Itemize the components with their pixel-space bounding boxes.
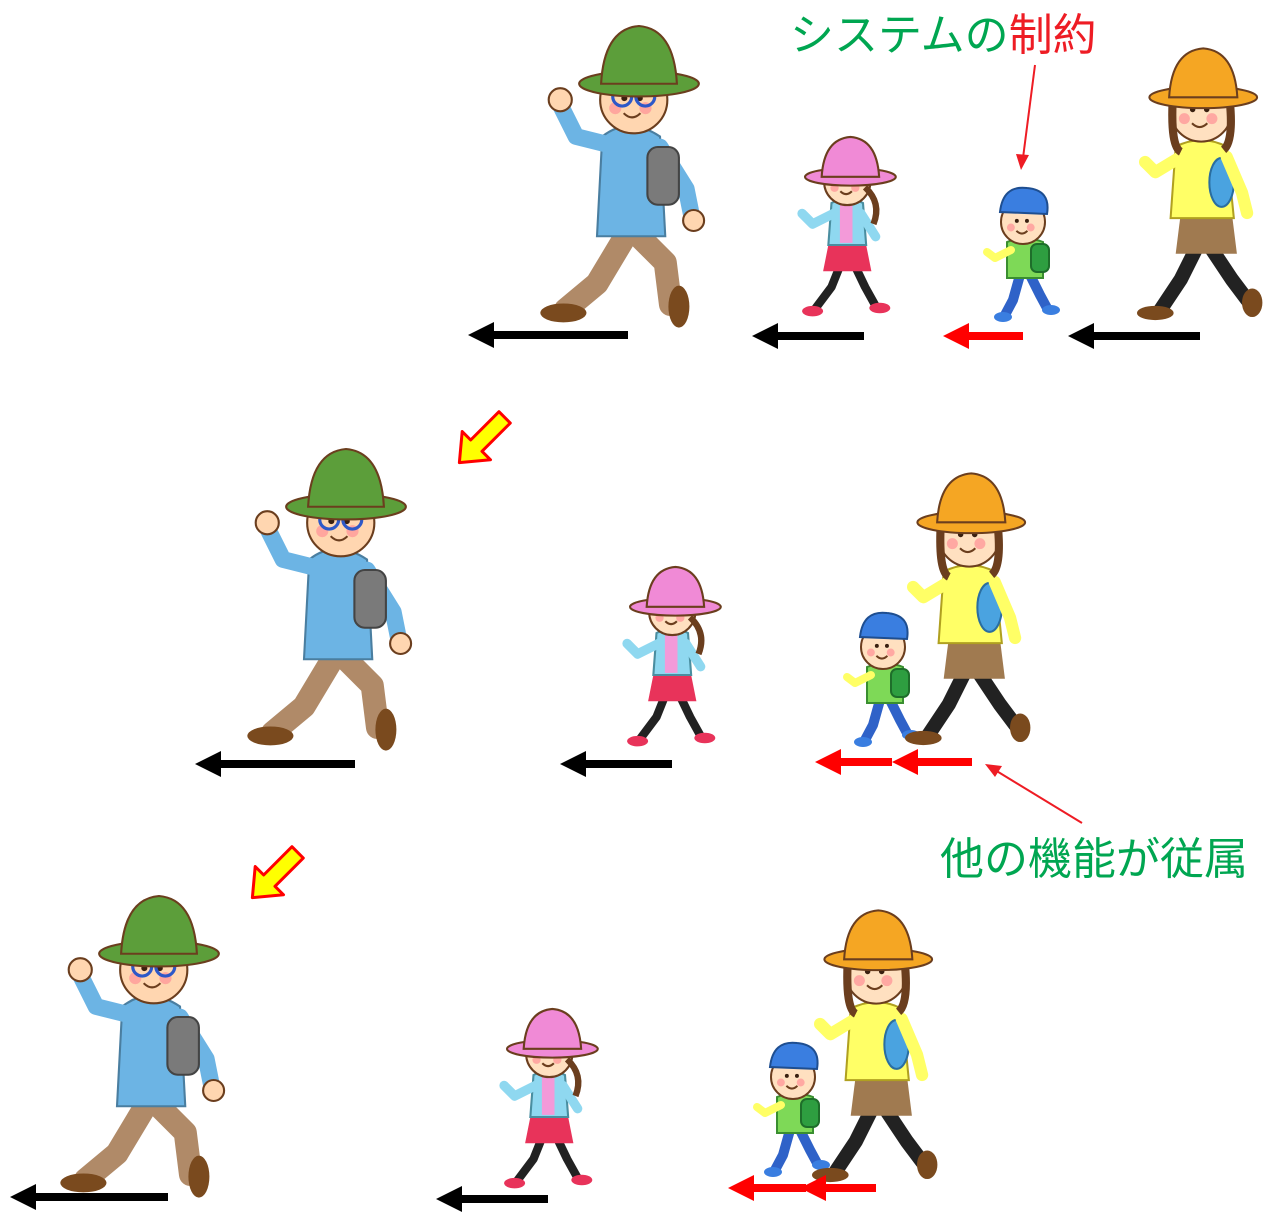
- arrow-father-row3: [10, 1184, 168, 1210]
- arrow-mother-row2: [892, 749, 972, 775]
- mother-row1: [1136, 47, 1263, 321]
- arrow-father-row1: [468, 322, 628, 348]
- transition-arrow-1: [457, 410, 512, 465]
- mother-row3: [811, 909, 938, 1183]
- constraint-callout-line: [1016, 64, 1036, 170]
- constraint-title: システムの制約: [790, 14, 1097, 58]
- girl-row1: [797, 135, 897, 317]
- arrow-father-row2: [195, 751, 355, 777]
- father-row1: [540, 24, 706, 328]
- constraint-title-constraint: 制約: [1008, 10, 1097, 61]
- subordinate-label: 他の機能が従属: [940, 834, 1248, 885]
- boy-row3: [753, 1041, 830, 1177]
- arrow-girl-row2: [560, 751, 672, 777]
- arrow-boy-row2: [815, 749, 892, 775]
- father-row2: [247, 447, 413, 751]
- subordinate-callout-line: [985, 764, 1083, 824]
- arrow-mother-row3: [800, 1175, 876, 1201]
- girl-row2: [622, 565, 722, 747]
- mother-row2: [904, 472, 1031, 746]
- arrow-girl-row3: [436, 1186, 548, 1212]
- constraint-title-system: システムの: [790, 10, 1009, 61]
- arrow-girl-row1: [752, 323, 864, 349]
- father-row3: [60, 894, 226, 1198]
- boy-row2: [843, 611, 920, 747]
- arrow-boy-row3: [728, 1175, 806, 1201]
- boy-row1: [983, 186, 1060, 322]
- transition-arrow-2: [250, 845, 305, 900]
- girl-row3: [499, 1007, 599, 1189]
- arrow-mother-row1: [1068, 323, 1200, 349]
- arrow-boy-row1: [943, 323, 1023, 349]
